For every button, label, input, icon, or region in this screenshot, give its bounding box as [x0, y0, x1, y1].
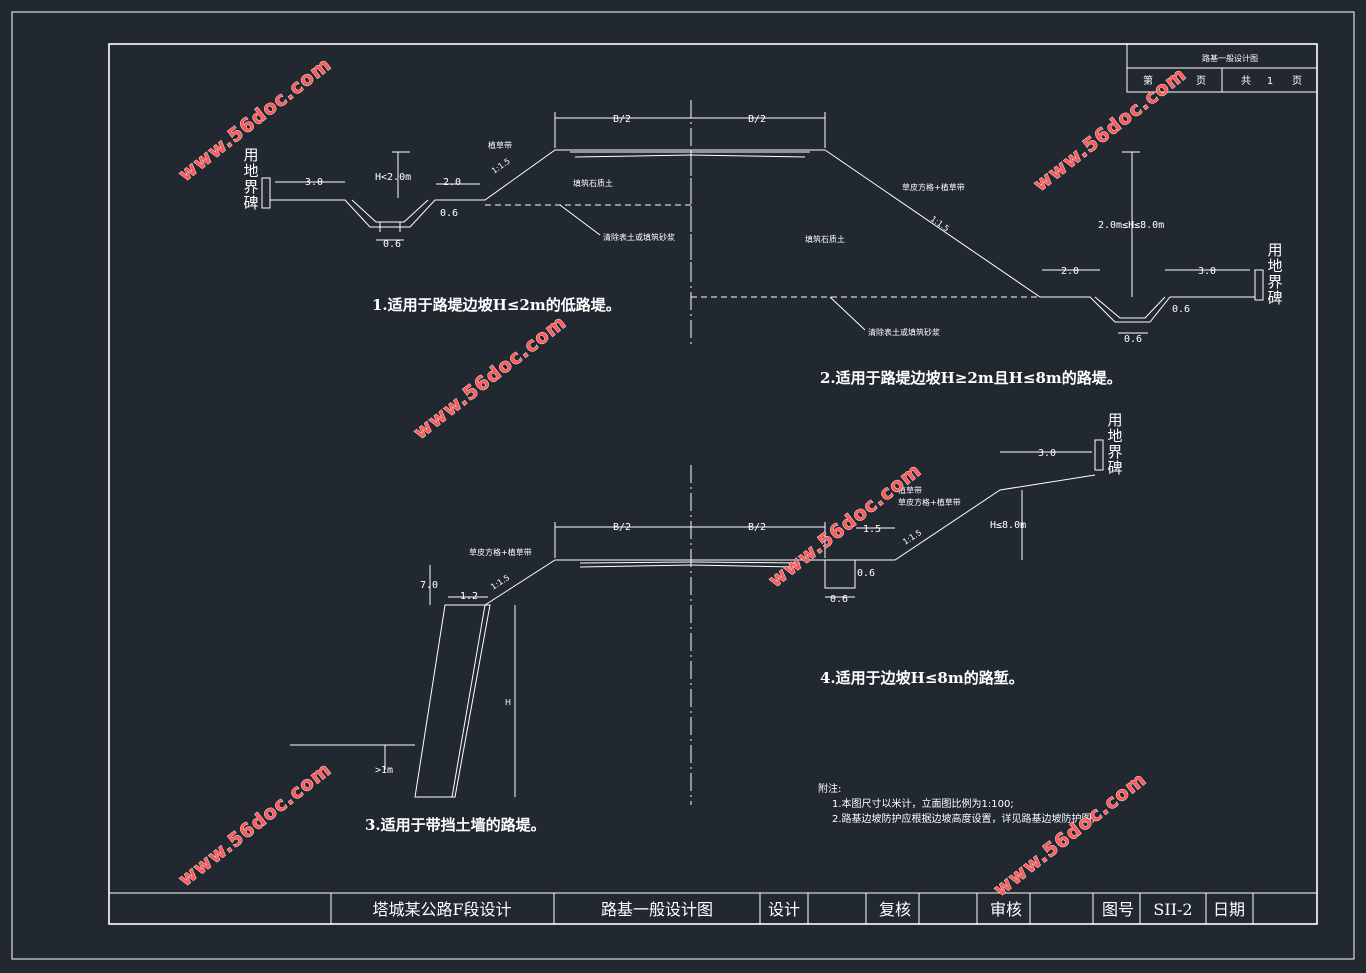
- dim-2-0-s2: 2.0: [1061, 266, 1079, 277]
- dim-h-mid: 2.0m≤H≤8.0m: [1098, 220, 1164, 231]
- dim-1-5: 1.5: [863, 524, 881, 535]
- drawing-name: 路基一般设计图: [601, 900, 713, 919]
- dim-0-6a-s1: 0.6: [440, 208, 458, 219]
- total-unit: 页: [1292, 75, 1302, 87]
- dim-3-0-s4: 3.0: [1038, 448, 1056, 459]
- section-2-embankment: 用地界碑 B/2 2.0m≤H≤8.0m 2.0 3.0 0.6 0.6 1:1…: [690, 112, 1283, 387]
- slope-label-s2: 1:1.5: [929, 214, 951, 233]
- corner-title-block: 路基一般设计图 第 页 共 1 页: [1126, 43, 1318, 93]
- fill-label-s1: 填筑石质土: [573, 178, 613, 188]
- caption-1: 1.适用于路堤边坡H≤2m的低路堤。: [372, 296, 621, 314]
- dim-3-0-s2: 3.0: [1198, 266, 1216, 277]
- dim-h-low: H<2.0m: [375, 172, 411, 183]
- dim-7-0: 7.0: [420, 580, 438, 591]
- dim-1-2: 1.2: [460, 591, 478, 602]
- fill-label-s2: 填筑石质土: [805, 234, 845, 244]
- section-3-retaining-wall: H >1m 7.0 1.2 1:1.5 草皮方格+植草带 B/2 3.适用于带挡…: [290, 465, 692, 834]
- dim-0-6b-s4: 0.6: [830, 594, 848, 605]
- remove-label-s2: 清除表土或填筑砂浆: [868, 327, 940, 337]
- note-2: 2.路基边坡防护应根据边坡高度设置，详见路基边坡防护图;: [832, 812, 1095, 825]
- dim-3-0-s1: 3.0: [305, 177, 323, 188]
- project-name: 塔城某公路F段设计: [372, 900, 511, 919]
- grass-label-s1: 植草带: [488, 140, 512, 150]
- dim-h-s3: H: [505, 698, 511, 707]
- note-1: 1.本图尺寸以米计，立面图比例为1:100;: [832, 797, 1014, 810]
- caption-3: 3.适用于带挡土墙的路堤。: [365, 816, 546, 834]
- watermark-2: www.56doc.com: [1030, 63, 1191, 196]
- watermark-5: www.56doc.com: [175, 758, 336, 891]
- grid-grass-label-s2: 草皮方格+植草带: [902, 182, 965, 192]
- section-4-cutting: 用地界碑 3.0 H≤8.0m 1.5 0.6 0.6 1:1.5 植草带 草皮…: [690, 411, 1123, 687]
- drawing-no: SII-2: [1153, 900, 1192, 919]
- notes-heading: 附注:: [818, 782, 841, 795]
- total-prefix: 共: [1241, 75, 1251, 87]
- drawing-no-label: 图号: [1102, 900, 1134, 919]
- dim-b2-s4: B/2: [748, 522, 766, 533]
- page-prefix: 第: [1143, 74, 1153, 87]
- dim-0-6a-s2: 0.6: [1172, 304, 1190, 315]
- review-label: 复核: [879, 900, 911, 919]
- grid-grass-label-s3: 草皮方格+植草带: [469, 547, 532, 557]
- page-unit: 页: [1196, 75, 1206, 87]
- watermarks: www.56doc.com www.56doc.com www.56doc.co…: [174, 53, 1191, 901]
- dim-0-6b-s1: 0.6: [383, 239, 401, 250]
- dim-0-6b-s2: 0.6: [1124, 334, 1142, 345]
- boundary-marker-1: 用地界碑: [243, 146, 258, 212]
- design-label: 设计: [768, 900, 800, 919]
- remove-label-s1: 清除表土或填筑砂浆: [603, 232, 675, 242]
- notes: 附注: 1.本图尺寸以米计，立面图比例为1:100; 2.路基边坡防护应根据边坡…: [818, 782, 1095, 825]
- dim-b2-s2: B/2: [748, 114, 766, 125]
- dim-2-0-s1: 2.0: [443, 177, 461, 188]
- slope-label-s3: 1:1.5: [489, 573, 511, 592]
- boundary-marker-2: 用地界碑: [1267, 241, 1282, 307]
- inner-frame: [108, 43, 1318, 925]
- dim-b2-s3: B/2: [613, 522, 631, 533]
- total-pages: 1: [1267, 76, 1273, 87]
- outer-frame: [11, 11, 1355, 960]
- corner-title: 路基一般设计图: [1202, 53, 1258, 63]
- dim-gt1m: >1m: [375, 765, 393, 776]
- grid-grass-label-s4: 草皮方格+植草带: [898, 497, 961, 507]
- watermark-4: www.56doc.com: [765, 459, 926, 592]
- dim-0-6a-s4: 0.6: [857, 568, 875, 579]
- section-1-low-embankment: 用地界碑 3.0 2.0 0.6 0.6 H<2.0m B/2 1:1.5 植草…: [243, 100, 692, 314]
- slope-label-s1: 1:1.5: [490, 156, 512, 175]
- boundary-marker-4: 用地界碑: [1107, 411, 1122, 477]
- caption-4: 4.适用于边坡H≤8m的路堑。: [820, 669, 1024, 687]
- caption-2: 2.适用于路堤边坡H≥2m且H≤8m的路堤。: [820, 369, 1122, 387]
- dim-b2-s1: B/2: [613, 114, 631, 125]
- title-block: 塔城某公路F段设计 路基一般设计图 设计 复核 审核 图号 SII-2 日期: [109, 892, 1317, 924]
- dim-h-cut: H≤8.0m: [990, 520, 1026, 531]
- date-label: 日期: [1213, 900, 1245, 919]
- watermark-6: www.56doc.com: [990, 768, 1151, 901]
- watermark-3: www.56doc.com: [410, 311, 571, 444]
- grass-label-s4: 植草带: [898, 485, 922, 495]
- audit-label: 审核: [990, 900, 1022, 919]
